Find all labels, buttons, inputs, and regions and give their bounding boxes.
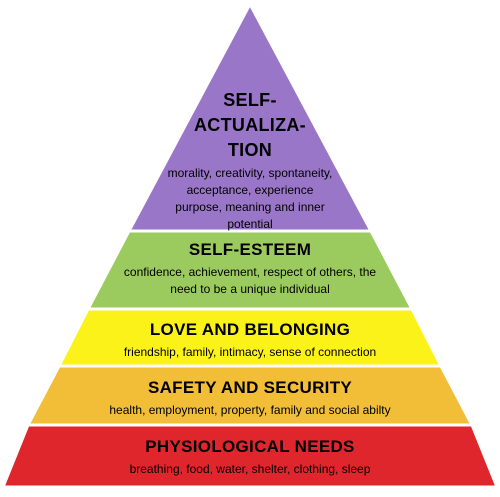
- tier-description-safety-and-security: health, employment, property, family and…: [109, 403, 391, 417]
- tier-title-safety-and-security: SAFETY AND SECURITY: [147, 378, 353, 397]
- tier-title-love-and-belonging: LOVE AND BELONGING: [149, 320, 351, 339]
- tier-description-self-actualization: morality, creativity, spontaneity, accep…: [167, 166, 333, 231]
- tier-label-self-esteem: SELF-ESTEEM confidence, achievement, res…: [0, 240, 500, 298]
- tier-description-physiological-needs: breathing, food, water, shelter, clothin…: [129, 462, 371, 476]
- tier-title-self-actualization: SELF-ACTUALIZA-TION: [194, 90, 306, 160]
- tier-title-self-esteem: SELF-ESTEEM: [188, 240, 312, 259]
- tier-description-love-and-belonging: friendship, family, intimacy, sense of c…: [123, 345, 377, 359]
- tier-label-love-and-belonging: LOVE AND BELONGING friendship, family, i…: [0, 320, 500, 361]
- tier-shape-physiological-needs: [1, 423, 499, 489]
- tier-label-self-actualization: SELF-ACTUALIZA-TION morality, creativity…: [0, 88, 500, 233]
- tier-label-safety-and-security: SAFETY AND SECURITY health, employment, …: [0, 378, 500, 419]
- tier-description-self-esteem: confidence, achievement, respect of othe…: [123, 265, 377, 296]
- tier-label-physiological-needs: PHYSIOLOGICAL NEEDS breathing, food, wat…: [0, 437, 500, 478]
- tier-title-physiological-needs: PHYSIOLOGICAL NEEDS: [145, 437, 355, 456]
